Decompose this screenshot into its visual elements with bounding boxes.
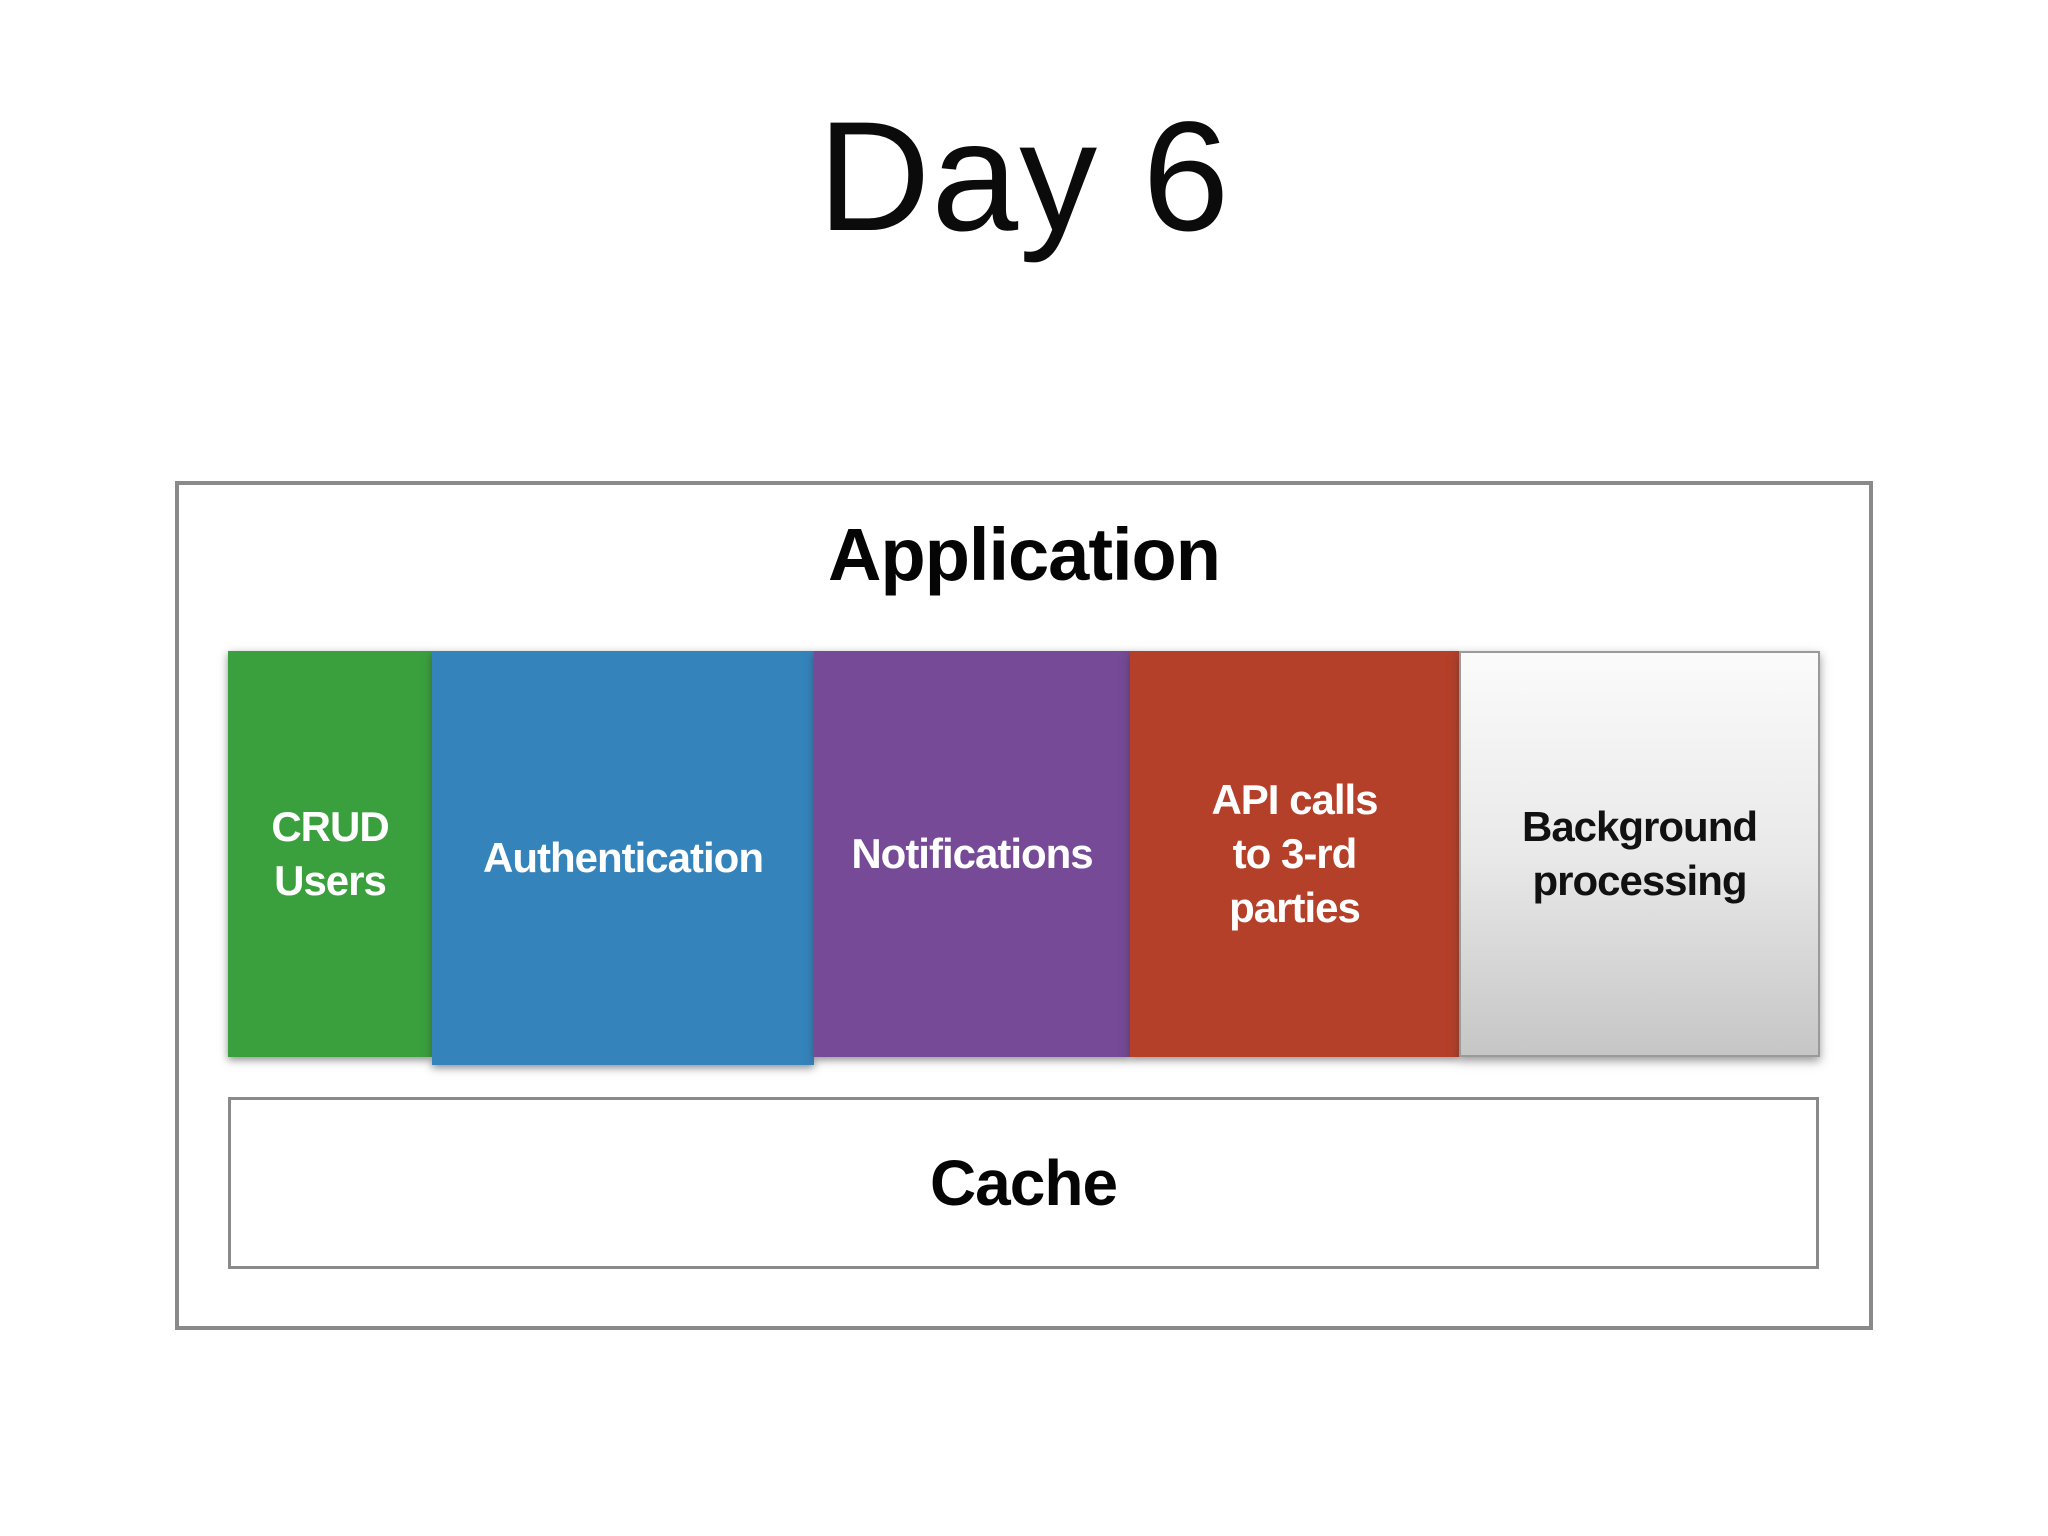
application-box-title: Application <box>828 513 1221 596</box>
cache-box-title: Cache <box>929 1147 1118 1219</box>
cache-box: Cache <box>228 1097 1819 1269</box>
module-notifications: Notifications <box>814 651 1130 1057</box>
module-authentication: Authentication <box>432 651 814 1065</box>
slide-title: Day 6 <box>817 90 1231 264</box>
module-crud-users: CRUD Users <box>228 651 432 1057</box>
module-api-calls: API calls to 3-rd parties <box>1130 651 1459 1057</box>
module-background-processing: Background processing <box>1459 651 1820 1057</box>
application-modules-row: CRUD Users Authentication Notifications … <box>228 651 1820 1065</box>
